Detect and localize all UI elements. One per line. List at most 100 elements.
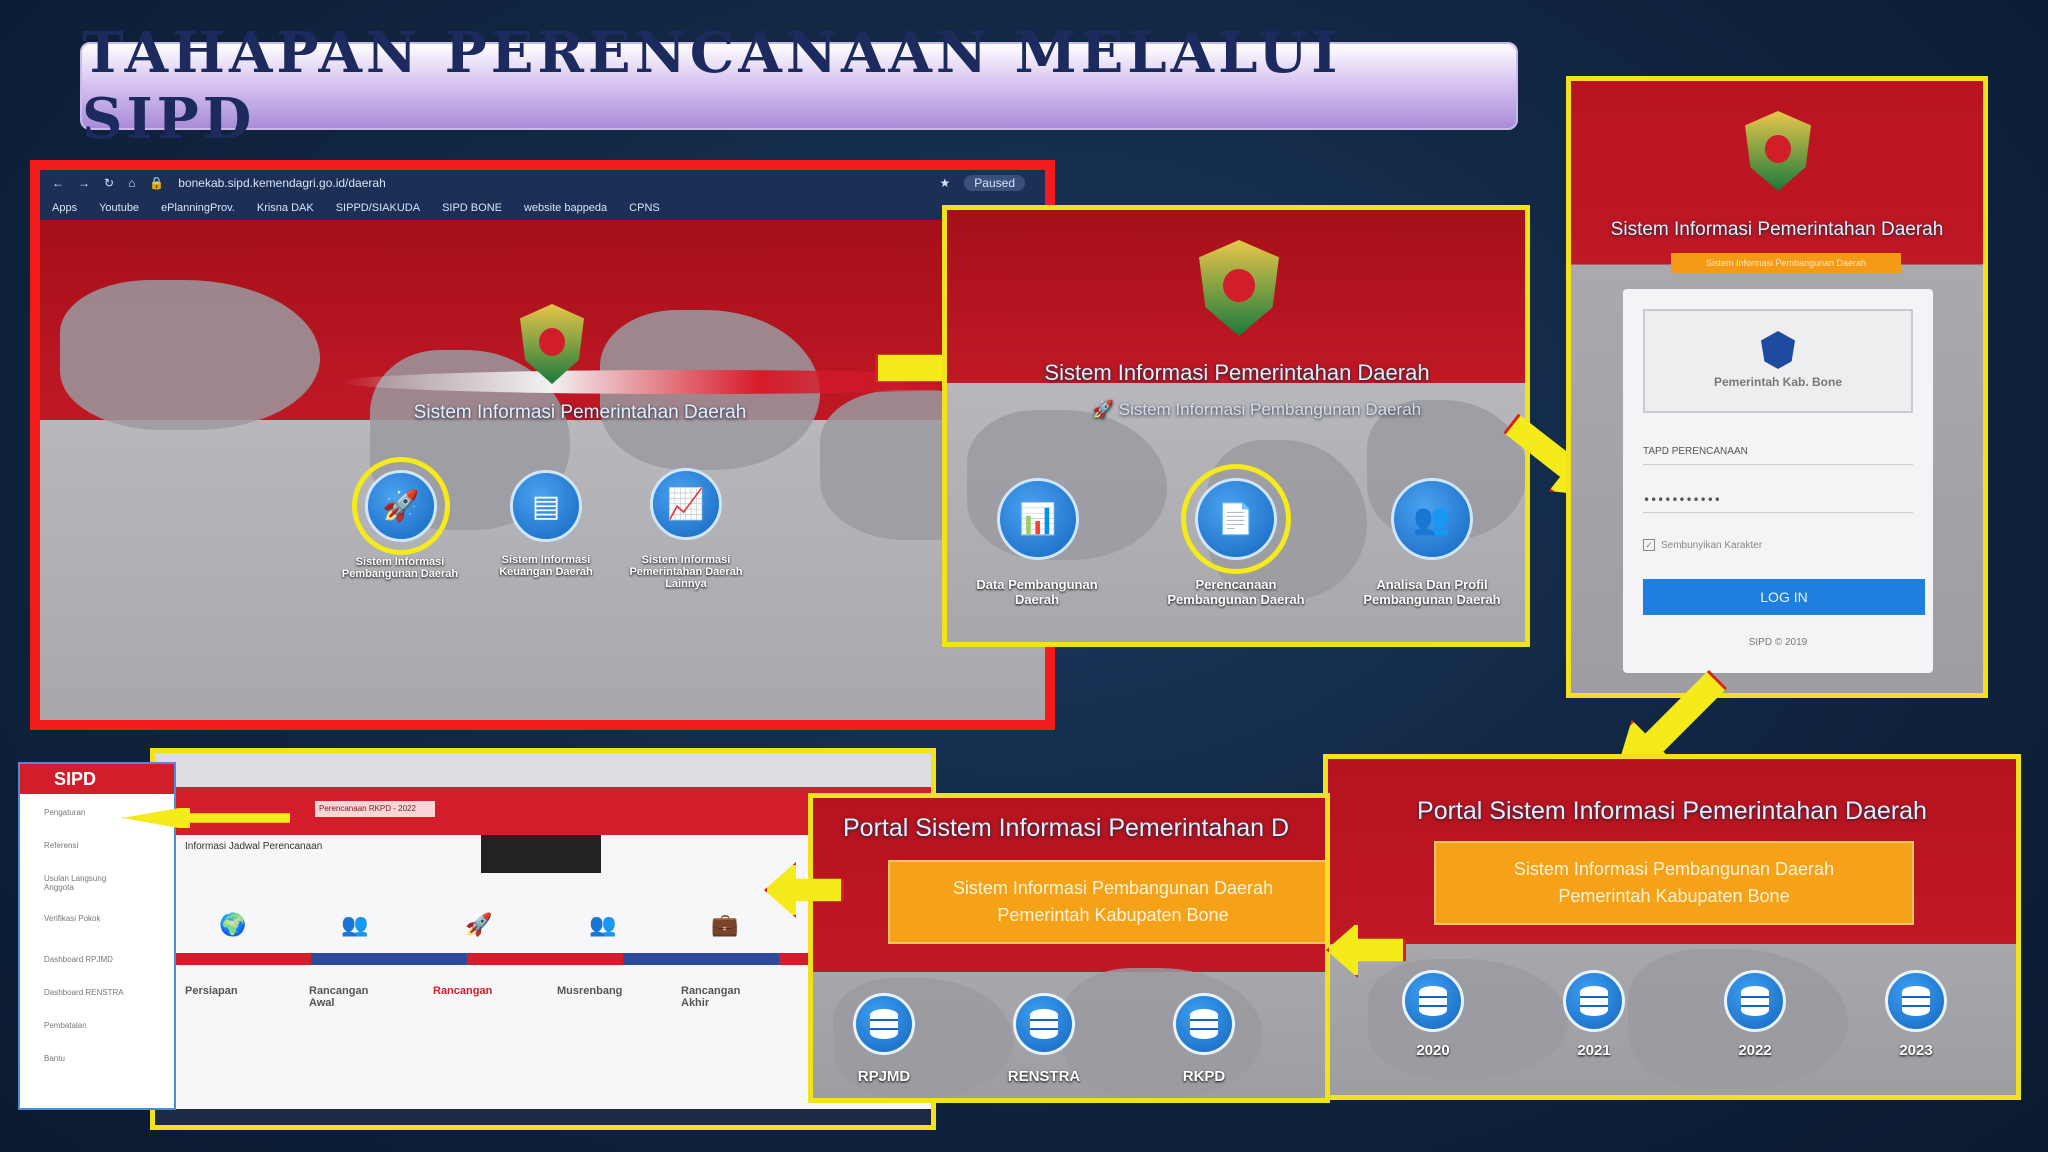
lock-icon: 🔒 [149,176,165,190]
timer-box [481,835,601,873]
panel4-background [1328,759,2016,1095]
doc-label: RPJMD [857,1068,911,1085]
stage-label: Rancangan Awal [309,985,369,1009]
sidebar-item[interactable]: Usulan Langsung Anggota [44,874,107,892]
stage-label: Persiapan [185,985,238,997]
panel5-heading: Portal Sistem Informasi Pemerintahan D [843,814,1290,842]
landing-heading: Sistem Informasi Pemerintahan Daerah [413,402,747,423]
sidebar-header: SIPD [20,764,174,794]
checkbox-icon[interactable]: ✓ [1643,539,1655,551]
profile-paused[interactable]: Paused [964,175,1025,191]
schedule-title: Informasi Jadwal Perencanaan [185,841,323,852]
panel-login: Sistem Informasi Pemerintahan Daerah Sis… [1566,76,1988,698]
sidebar-item[interactable]: Pembatalan [44,1021,87,1030]
login-card: Pemerintah Kab. Bone TAPD PERENCANAAN ••… [1623,289,1933,673]
year-button-2020[interactable] [1402,970,1464,1032]
year-button-2021[interactable] [1563,970,1625,1032]
hide-characters-checkbox[interactable]: ✓ Sembunyikan Karakter [1643,539,1762,551]
reload-icon[interactable]: ↻ [104,176,115,190]
bookmark-item[interactable]: Krisna DAK [256,202,314,214]
rkpd-button[interactable] [1173,993,1235,1055]
stage-icon: 🌍 [219,913,247,938]
bookmark-item[interactable]: Apps [52,202,78,214]
stage-icon: 💼 [711,913,739,938]
panel-portal-docs: Portal Sistem Informasi Pemerintahan D S… [808,793,1330,1103]
bookmark-item[interactable]: SIPPD/SIAKUDA [335,202,421,214]
highlight-circle [352,457,450,555]
bookmark-item[interactable]: Youtube [99,202,140,214]
stage-icon: 🚀 [465,913,493,938]
dashboard-icon: 📊 [1019,501,1057,537]
page-title: TAHAPAN PERENCANAAN MELALUI SIPD [82,20,1342,152]
panel4-heading: Portal Sistem Informasi Pemerintahan Dae… [1417,797,1927,825]
year-label: 2020 [1416,1042,1450,1059]
database-icon [1030,1009,1058,1039]
panel2-heading: Sistem Informasi Pemerintahan Daerah [1044,360,1430,385]
doc-label: RENSTRA [1007,1068,1081,1085]
bookmark-item[interactable]: website bappeda [523,202,608,214]
org-box: Pemerintah Kab. Bone [1643,309,1913,413]
sidebar-item[interactable]: Bantu [44,1054,65,1063]
database-icon [1580,986,1608,1016]
year-button-2023[interactable] [1885,970,1947,1032]
period-dropdown[interactable]: Perencanaan RKPD - 2022 [315,801,435,817]
database-icon [1902,986,1930,1016]
year-label: 2022 [1738,1042,1772,1059]
bookmark-item[interactable]: SIPD BONE [442,202,502,214]
panel2-subheading: 🚀 Sistem Informasi Pembangunan Daerah [1092,400,1422,419]
browser-address-bar[interactable]: ← → ↻ ⌂ 🔒 bonekab.sipd.kemendagri.go.id/… [40,170,1045,196]
sipd-lainnya-button[interactable]: 📈 [650,468,722,540]
monitor-icon: ▤ [531,488,561,524]
taskbar [155,1109,931,1125]
bookmark-item[interactable]: ePlanningProv. [161,202,235,214]
analisa-profil-button[interactable]: 👥 [1391,478,1473,560]
sidebar-item[interactable]: Dashboard RENSTRA [44,988,124,997]
star-icon[interactable]: ★ [939,176,951,190]
rocket-icon: 🚀 [1092,400,1119,419]
sidebar-brand: SIPD [54,769,97,789]
bookmarks-bar: Apps Youtube ePlanningProv. Krisna DAK S… [40,196,1045,220]
url-text[interactable]: bonekab.sipd.kemendagri.go.id/daerah [178,176,386,190]
landing-background [40,220,1045,720]
sidebar-item[interactable]: Referensi [44,841,79,850]
username-field[interactable]: TAPD PERENCANAAN [1643,439,1913,465]
sidebar-item[interactable]: Verifikasi Pokok [44,914,101,923]
rpjmd-button[interactable] [853,993,915,1055]
data-pembangunan-button[interactable]: 📊 [997,478,1079,560]
panel3-badge: Sistem Informasi Pembangunan Daerah [1671,253,1901,273]
title-banner: TAHAPAN PERENCANAAN MELALUI SIPD [80,20,1518,152]
org-name: Pemerintah Kab. Bone [1713,375,1843,389]
back-icon[interactable]: ← [52,176,64,190]
sidebar-item[interactable]: Pengaturan [44,808,86,817]
highlight-circle [1181,464,1291,574]
chart-icon: 📈 [667,486,705,522]
password-field[interactable]: ••••••••••• [1643,487,1913,513]
panel-dashboard: Perencanaan RKPD - 2022 Informasi Jadwal… [150,748,936,1130]
doc-label: RKPD [1182,1068,1226,1085]
bookmark-item[interactable]: CPNS [629,202,660,214]
stage-bar [155,953,931,965]
panel-sipd-pembangunan: Sistem Informasi Pemerintahan Daerah 🚀 S… [942,205,1530,647]
dashboard-red-header: Perencanaan RKPD - 2022 [155,787,931,835]
home-icon[interactable]: ⌂ [128,176,136,190]
renstra-button[interactable] [1013,993,1075,1055]
sipd-keuangan-button[interactable]: ▤ [510,470,582,542]
sidebar-item[interactable]: Dashboard RPJMD [44,955,113,964]
database-icon [1190,1009,1218,1039]
panel-sipd-landing: ← → ↻ ⌂ 🔒 bonekab.sipd.kemendagri.go.id/… [30,160,1055,730]
year-button-2022[interactable] [1724,970,1786,1032]
panel3-heading: Sistem Informasi Pemerintahan Daerah [1610,219,1944,240]
analytics-icon: 👥 [1413,501,1451,537]
login-button[interactable]: LOG IN [1643,579,1925,615]
year-label: 2021 [1577,1042,1611,1059]
login-footer: SIPD © 2019 [1748,637,1808,648]
forward-icon[interactable]: → [78,176,90,190]
